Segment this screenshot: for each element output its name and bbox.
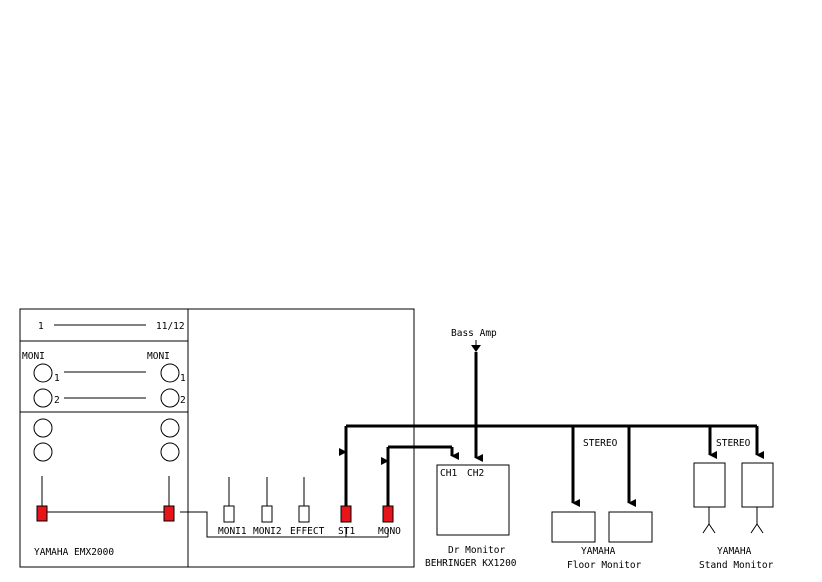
output-label-moni1: MONI1 — [218, 526, 247, 537]
eq-knob-right-1[interactable] — [160, 418, 180, 438]
dr-monitor: CH1 CH2 Dr Monitor BEHRINGER KX1200 — [425, 464, 517, 569]
dr-monitor-model: BEHRINGER KX1200 — [425, 558, 517, 569]
moni1-num-left: 1 — [54, 373, 60, 384]
moni1-knob-right[interactable] — [160, 363, 180, 383]
stand-monitor-right-tripod-icon — [750, 507, 764, 534]
moni2-knob-left[interactable] — [33, 388, 53, 408]
eq-knob-left-1[interactable] — [33, 418, 53, 438]
dr-monitor-name: Dr Monitor — [448, 545, 505, 556]
channel-fader-left[interactable] — [36, 505, 48, 522]
bass-amp-arrow-icon — [471, 345, 481, 352]
output-fader-knob[interactable] — [340, 505, 352, 523]
master-bus-line — [180, 511, 388, 538]
floor-monitor-right-speaker — [608, 511, 653, 543]
mixer-outline — [19, 308, 415, 568]
moni2-knob-right[interactable] — [160, 388, 180, 408]
dr-monitor-ch1-label: CH1 — [440, 468, 457, 479]
mixer: 1 11/12 MONI MONI 1 1 2 2 YAMAHA EMX2000 — [19, 308, 415, 568]
mixer-model-label: YAMAHA EMX2000 — [34, 547, 114, 558]
stand-monitor-right-speaker — [741, 462, 774, 508]
moni-label-right: MONI — [147, 351, 170, 362]
output-fader-knob[interactable] — [298, 505, 310, 523]
bass-amp: Bass Amp — [451, 328, 497, 352]
moni2-num-left: 2 — [54, 395, 60, 406]
stand-monitor: STEREO YAMAHA Stand Monitor — [693, 438, 774, 571]
output-fader-knob[interactable] — [261, 505, 273, 523]
output-fader-moni1: MONI1 — [218, 477, 247, 537]
channel-start-label: 1 — [38, 321, 44, 332]
channel-end-label: 11/12 — [156, 321, 185, 332]
bass-amp-label: Bass Amp — [451, 328, 497, 339]
channel-fader-right[interactable] — [163, 505, 175, 522]
output-fader-knob[interactable] — [223, 505, 235, 523]
output-label-mono: MONO — [378, 526, 401, 537]
moni1-knob-left[interactable] — [33, 363, 53, 383]
floor-monitor-name: Floor Monitor — [567, 560, 642, 571]
stand-monitor-stereo-label: STEREO — [716, 438, 751, 449]
floor-monitor-left-speaker — [551, 511, 596, 543]
moni1-num-right: 1 — [180, 373, 186, 384]
output-label-moni2: MONI2 — [253, 526, 282, 537]
stand-monitor-left-speaker — [693, 462, 726, 508]
stand-monitor-left-tripod-icon — [702, 507, 716, 534]
stand-monitor-name: Stand Monitor — [699, 560, 774, 571]
moni-label-left: MONI — [22, 351, 45, 362]
dr-monitor-box — [436, 464, 510, 536]
eq-knob-right-2[interactable] — [160, 442, 180, 462]
routing — [339, 352, 764, 507]
output-fader-moni2: MONI2 — [253, 477, 282, 537]
moni2-num-right: 2 — [180, 395, 186, 406]
output-label-effect: EFFECT — [290, 526, 325, 537]
floor-monitor-stereo-label: STEREO — [583, 438, 618, 449]
eq-knob-left-2[interactable] — [33, 442, 53, 462]
output-fader-effect: EFFECT — [290, 477, 325, 537]
dr-monitor-ch2-label: CH2 — [467, 468, 484, 479]
output-fader-knob[interactable] — [382, 505, 394, 523]
output-label-st1: ST1 — [338, 526, 355, 537]
floor-monitor-brand: YAMAHA — [581, 546, 616, 557]
floor-monitor: STEREO YAMAHA Floor Monitor — [551, 438, 653, 571]
stand-monitor-brand: YAMAHA — [717, 546, 752, 557]
